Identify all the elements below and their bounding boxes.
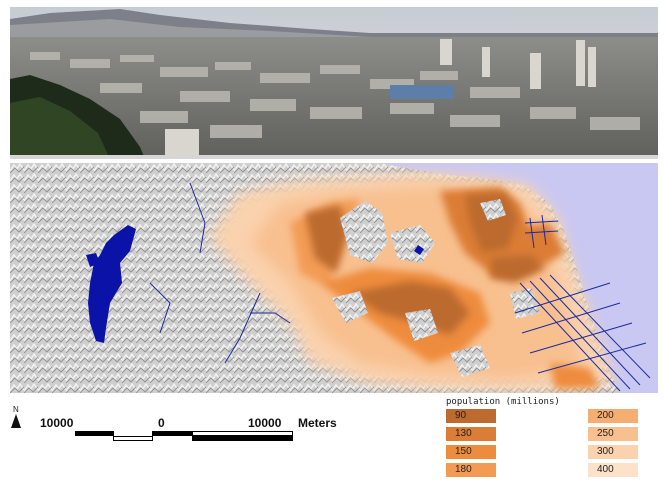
legend-swatch xyxy=(588,463,638,477)
legend-swatch xyxy=(446,409,496,423)
legend-label: 300 xyxy=(597,446,614,457)
legend-swatch xyxy=(446,463,496,477)
scale-left-label: 10000 xyxy=(40,416,74,430)
scale-unit-label: Meters xyxy=(298,416,337,430)
legend-label: 150 xyxy=(455,446,472,457)
legend-label: 200 xyxy=(597,410,614,421)
scale-right-label: 10000 xyxy=(248,416,282,430)
north-arrow-icon xyxy=(11,414,21,428)
legend-swatch xyxy=(588,409,638,423)
legend-label: 180 xyxy=(455,464,472,475)
legend-swatch xyxy=(446,427,496,441)
legend-title: population (millions) xyxy=(446,397,560,407)
population-density-map xyxy=(10,163,658,393)
legend-swatch xyxy=(588,445,638,459)
city-panorama-photo xyxy=(10,7,658,159)
legend-label: 90 xyxy=(455,410,467,421)
legend-swatch xyxy=(446,445,496,459)
legend-label: 130 xyxy=(455,428,472,439)
north-arrow: N xyxy=(10,405,24,429)
legend-label: 250 xyxy=(597,428,614,439)
scale-center-label: 0 xyxy=(158,416,165,430)
sea-area xyxy=(380,163,658,393)
road-network xyxy=(149,182,651,392)
reservoir xyxy=(88,225,136,343)
north-label: N xyxy=(13,405,19,414)
urban-hills xyxy=(332,199,540,377)
scale-bar xyxy=(75,431,293,442)
legend-label: 400 xyxy=(597,464,614,475)
legend-swatch xyxy=(588,427,638,441)
dense-core xyxy=(305,193,545,335)
